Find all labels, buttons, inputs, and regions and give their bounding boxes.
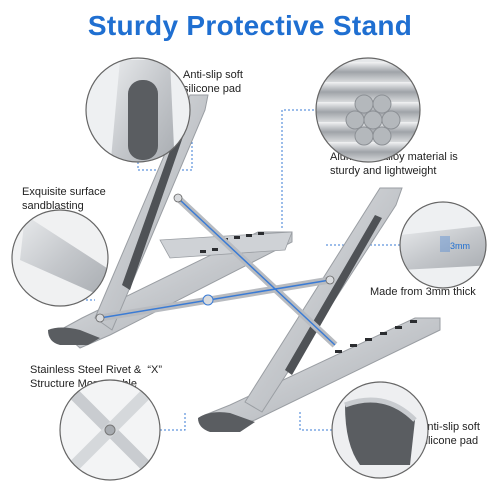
page-title: Sturdy Protective Stand [87,10,413,41]
detail-sandblasting [12,210,108,306]
callout-sandblasting: Exquisite surface sandblasting [22,186,106,212]
detail-thickness [400,202,486,288]
detail-silicone-pad-bottom [332,382,428,478]
x-structure [95,193,338,348]
callout-silicone-pad-top: Anti-slip soft silicone pad [183,69,243,95]
right-stand [198,187,441,432]
callout-thickness: Made from 3mm thick [370,286,476,298]
detail-rivet [60,380,160,480]
detail-silicone-pad-top [86,58,190,162]
callout-silicone-pad-bottom: Anti-slip soft silicone pad [420,421,480,447]
callout-rivet: Stainless Steel Rivet & “X” Structure Mo… [30,364,163,390]
detail-aluminum [316,58,420,162]
thickness-tag: 3mm [450,241,470,251]
